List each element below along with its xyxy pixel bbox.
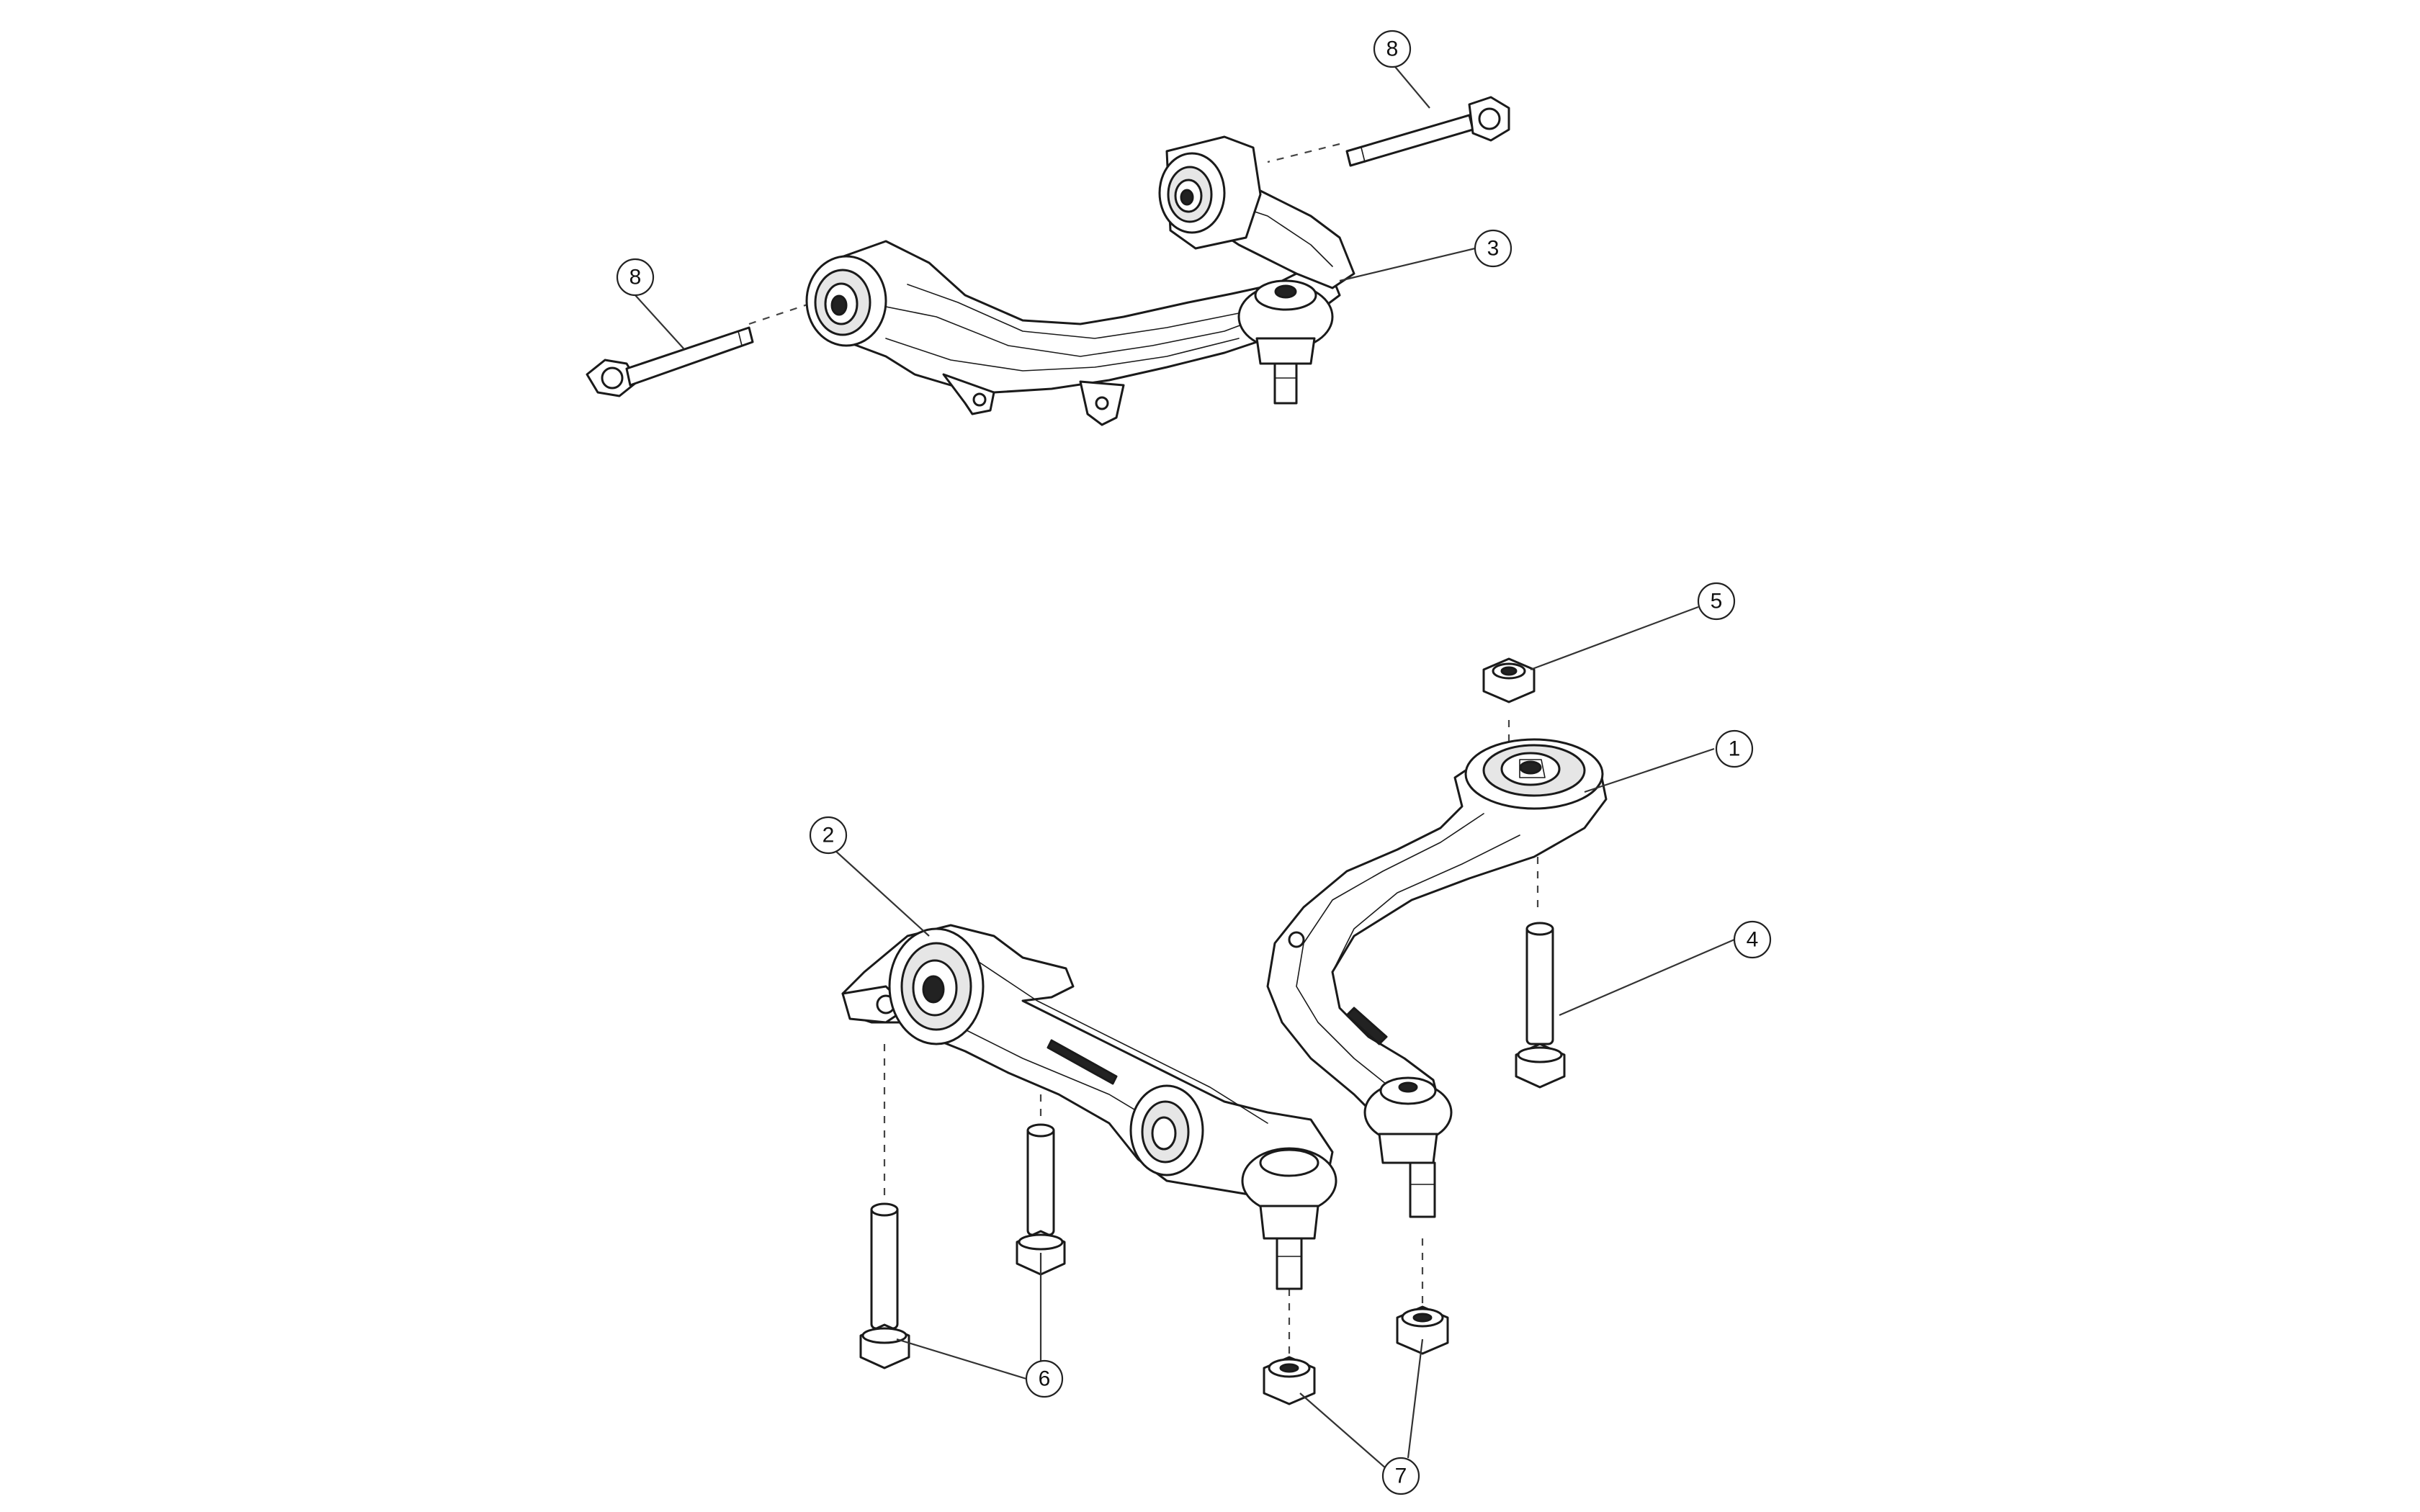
leader-lines (635, 63, 1735, 1470)
callout-6: 6 (1025, 1359, 1064, 1398)
bolt-4 (1515, 922, 1566, 1089)
callout-1-label: 1 (1729, 737, 1741, 761)
lower-control-arm-curved (1266, 738, 1608, 1218)
nut-7-left (1263, 1356, 1316, 1405)
callout-3-label: 3 (1487, 237, 1500, 261)
bolt-6-right (1016, 1123, 1066, 1276)
callout-8-left-label: 8 (629, 266, 642, 289)
upper-arm-bolt-right (1345, 96, 1510, 167)
callout-8-right-label: 8 (1386, 37, 1399, 61)
callout-5: 5 (1697, 582, 1736, 621)
callout-1: 1 (1715, 729, 1754, 768)
callout-4: 4 (1733, 920, 1772, 959)
nut-7-right (1396, 1305, 1449, 1355)
upper-arm-bolt-left (586, 326, 754, 397)
callout-4-label: 4 (1747, 928, 1759, 952)
bolt-6-left (859, 1202, 910, 1369)
upper-control-arm (805, 135, 1355, 426)
callout-6-label: 6 (1039, 1367, 1051, 1391)
callout-7: 7 (1381, 1457, 1420, 1495)
lower-control-arm-straight (841, 924, 1337, 1290)
callout-3: 3 (1474, 229, 1512, 268)
callout-2-label: 2 (823, 824, 835, 847)
callout-5-label: 5 (1711, 590, 1723, 613)
callout-8-right: 8 (1373, 30, 1412, 68)
callout-2: 2 (809, 816, 848, 855)
callout-8-left: 8 (616, 258, 655, 297)
nut-5 (1482, 657, 1536, 703)
callout-7-label: 7 (1395, 1464, 1407, 1488)
